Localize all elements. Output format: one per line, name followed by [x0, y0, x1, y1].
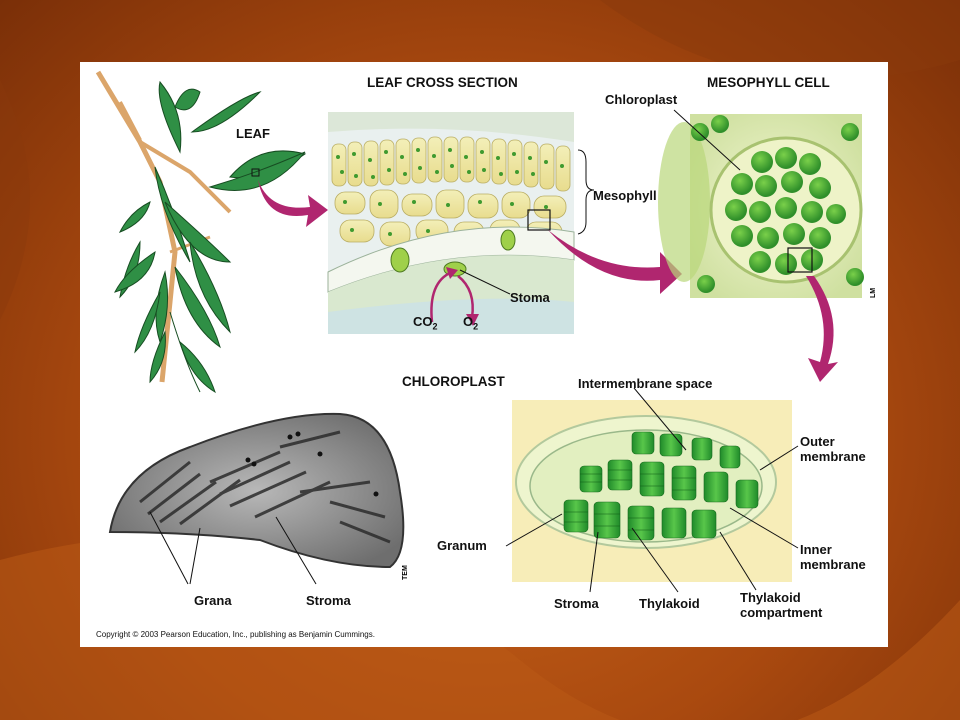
label-o2: O2: [463, 314, 479, 332]
label-thylakoid: Thylakoid: [639, 596, 700, 611]
copyright-notice: Copyright © 2003 Pearson Education, Inc.…: [96, 630, 375, 639]
label-inner-membrane: Inner membrane: [800, 542, 866, 572]
label-stroma-tem: Stroma: [306, 593, 351, 608]
label-stoma: Stoma: [510, 290, 550, 305]
chloroplast-tem-micrograph: [108, 412, 405, 585]
leaf-cross-section-illustration: [327, 112, 595, 334]
label-chloroplast: Chloroplast: [605, 92, 678, 107]
label-outer-membrane: Outer membrane: [800, 434, 866, 464]
leaf-branch-illustration: [95, 70, 307, 394]
diagram-artwork: [95, 70, 864, 593]
label-mesophyll: Mesophyll: [593, 188, 657, 203]
label-tem: TEM: [402, 565, 409, 580]
label-stroma-cutaway: Stroma: [554, 596, 599, 611]
label-thylakoid-compartment: Thylakoid compartment: [740, 590, 823, 620]
label-granum: Granum: [437, 538, 487, 553]
arrow-section-to-cell: [548, 230, 682, 294]
chloroplast-cutaway-illustration: [505, 387, 799, 593]
heading-leaf: LEAF: [236, 126, 270, 141]
diagram-panel: LEAF LEAF CROSS SECTION MESOPHYLL CELL C…: [80, 62, 888, 647]
arrow-leaf-to-section: [258, 180, 328, 227]
heading-chloroplast: CHLOROPLAST: [402, 374, 505, 389]
heading-mesophyll-cell: MESOPHYLL CELL: [707, 75, 830, 90]
label-intermembrane-space: Intermembrane space: [578, 376, 713, 391]
label-co2: CO2: [413, 314, 438, 332]
arrow-cell-to-chloroplast: [806, 276, 838, 382]
heading-leaf-cross-section: LEAF CROSS SECTION: [367, 75, 518, 90]
label-lm: LM: [870, 287, 877, 298]
mesophyll-cell-micrograph: [658, 109, 864, 298]
label-grana: Grana: [194, 593, 232, 608]
